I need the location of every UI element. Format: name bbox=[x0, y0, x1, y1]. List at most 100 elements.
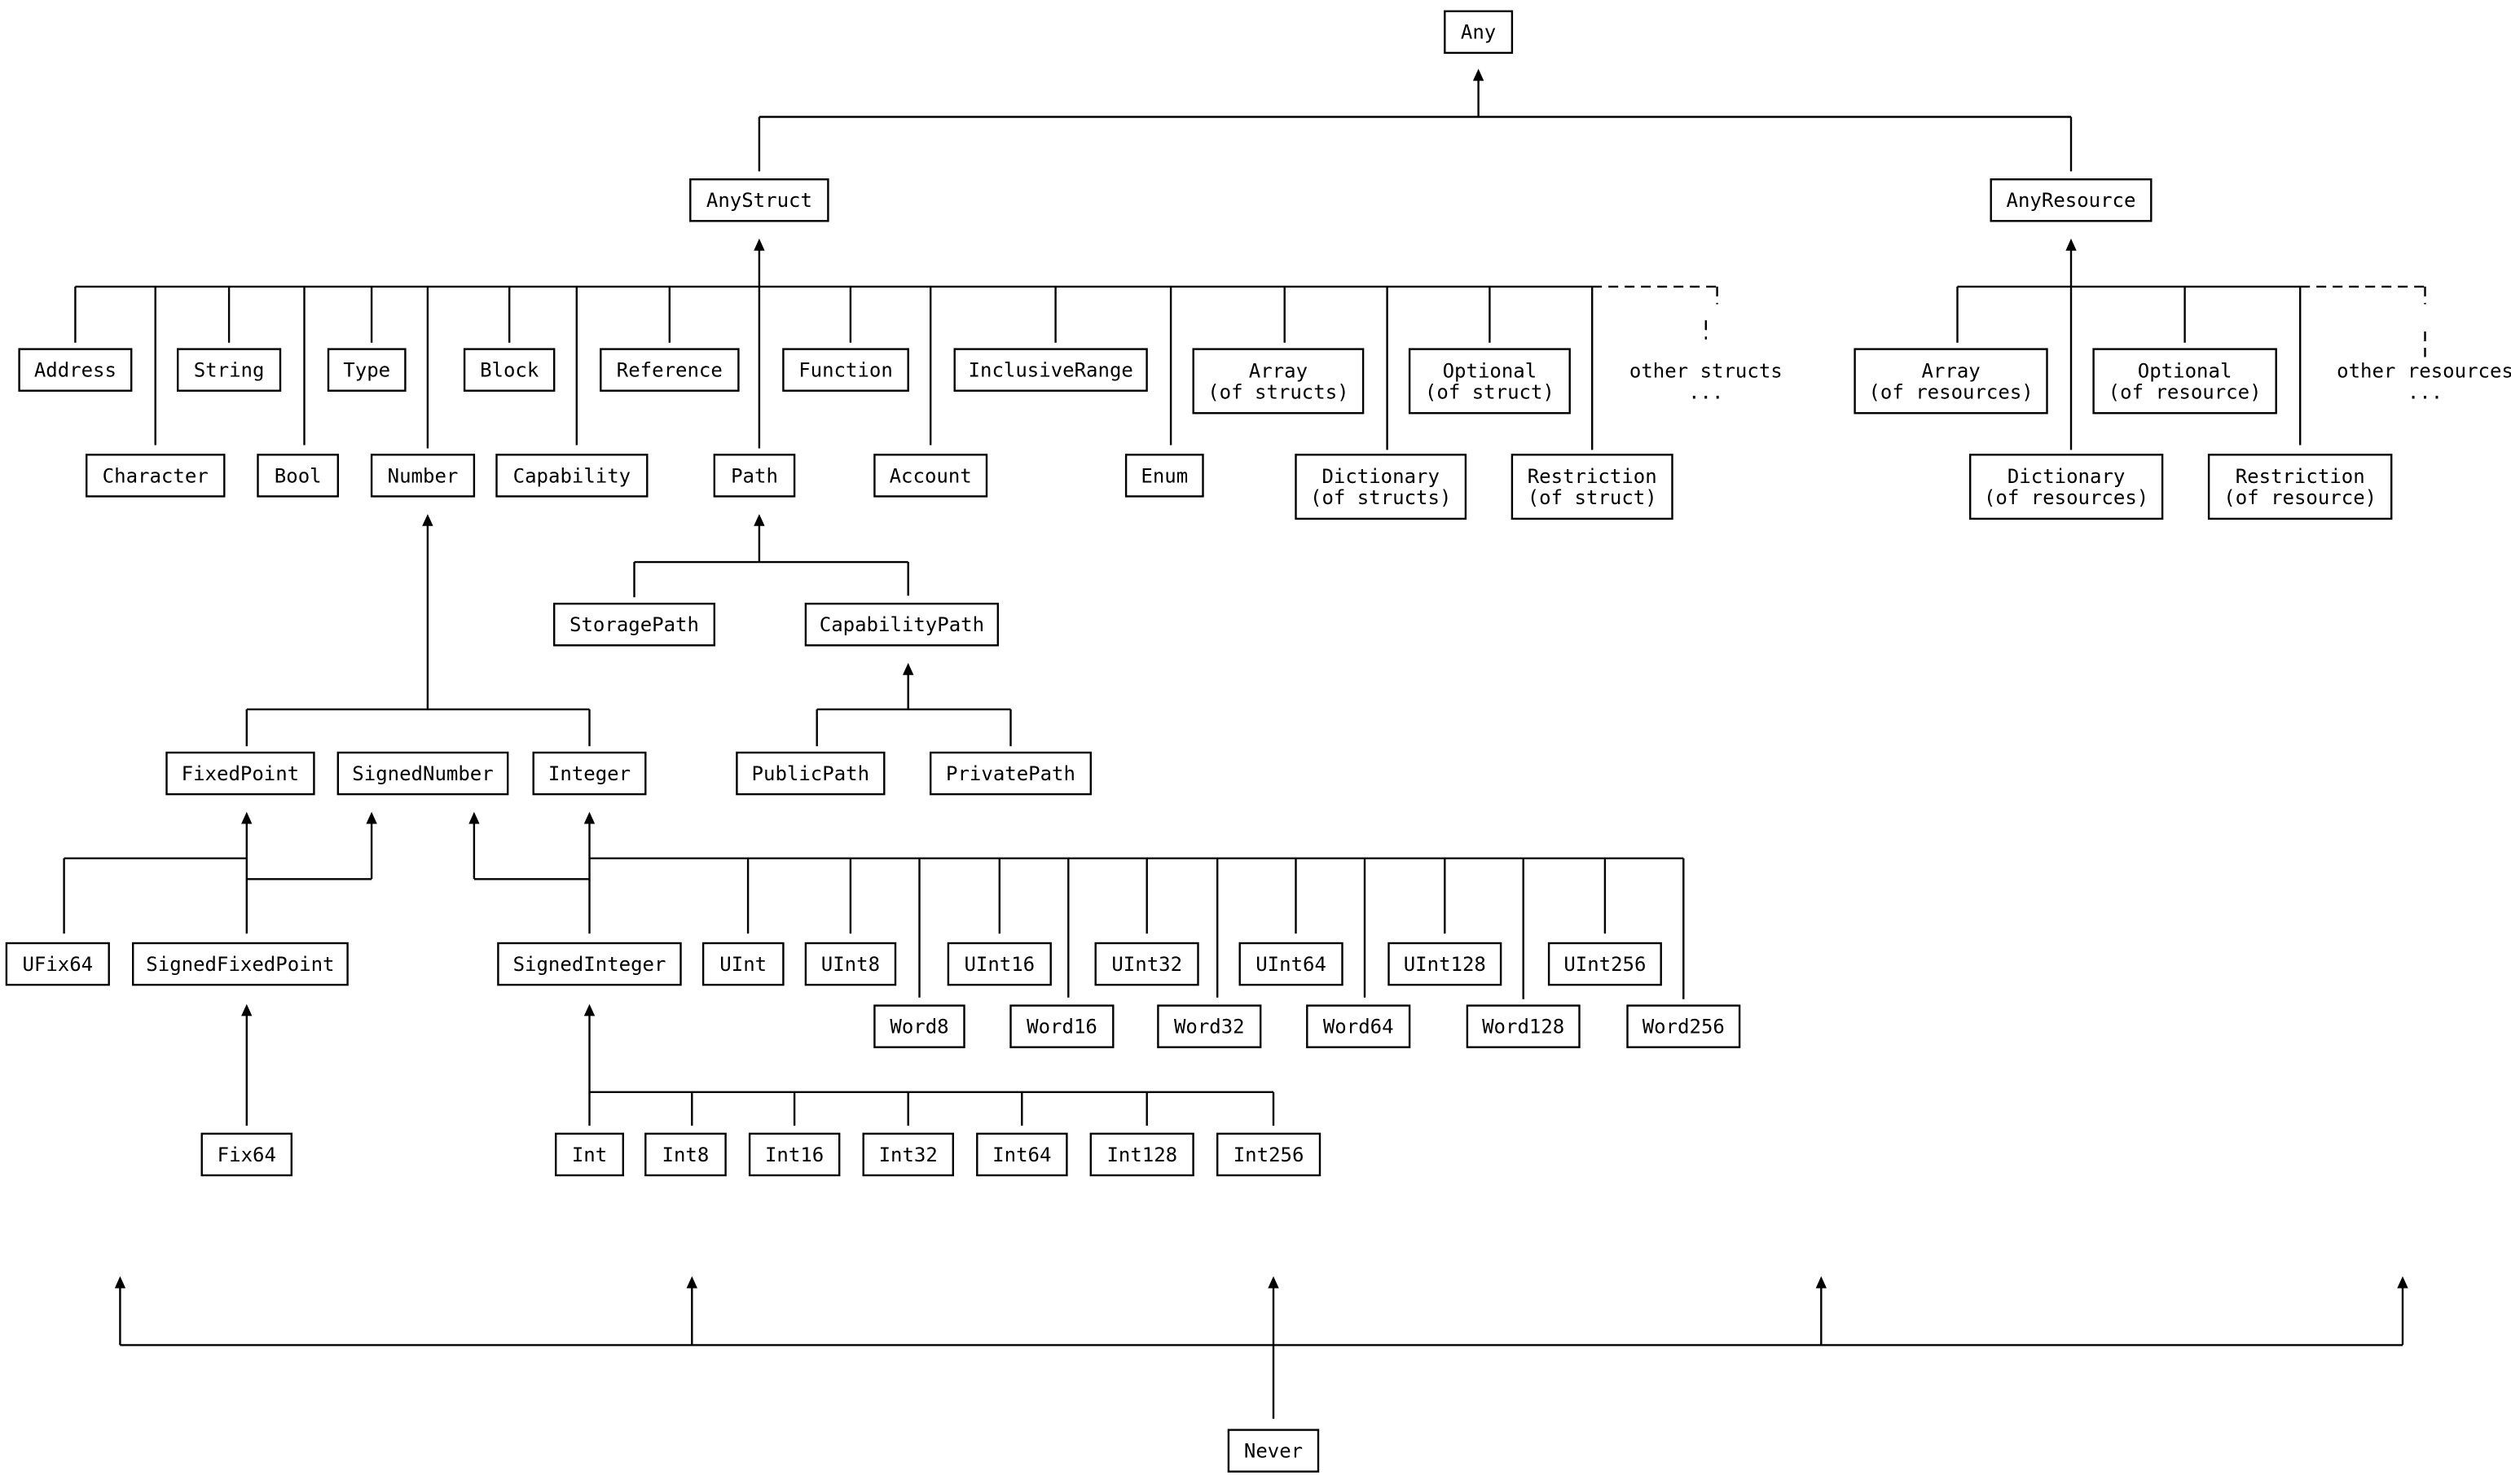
type-name: PrivatePath bbox=[946, 762, 1075, 785]
arrowhead bbox=[1268, 1275, 1279, 1289]
type-name: UInt bbox=[719, 953, 767, 976]
type-node-never: Never bbox=[1227, 1429, 1320, 1473]
type-name: (of struct) bbox=[1528, 486, 1657, 509]
type-node-int16: Int16 bbox=[748, 1132, 841, 1177]
type-node-reference: Reference bbox=[600, 348, 740, 392]
type-box bbox=[1295, 454, 1467, 520]
type-name: Word64 bbox=[1323, 1016, 1394, 1038]
type-name: UInt16 bbox=[964, 953, 1035, 976]
type-box bbox=[600, 348, 740, 392]
type-name: FixedPoint bbox=[182, 762, 300, 785]
label-other-structs: other structs... bbox=[1629, 359, 1783, 403]
arrowhead bbox=[754, 514, 765, 526]
type-box bbox=[1466, 1004, 1581, 1048]
type-box bbox=[1408, 348, 1571, 415]
type-node-any: Any bbox=[1444, 10, 1514, 55]
type-node-word8: Word8 bbox=[873, 1004, 965, 1048]
type-name: Int8 bbox=[662, 1144, 710, 1166]
type-name: Dictionary bbox=[1321, 465, 1440, 488]
type-box bbox=[1511, 454, 1673, 520]
type-box bbox=[1192, 348, 1365, 415]
type-node-character: Character bbox=[85, 454, 226, 498]
arrowhead bbox=[2397, 1275, 2408, 1289]
type-node-path: Path bbox=[713, 454, 796, 498]
type-name: SignedFixedPoint bbox=[146, 953, 334, 976]
type-node-address: Address bbox=[18, 348, 133, 392]
type-node-inclusive-range: InclusiveRange bbox=[953, 348, 1148, 392]
type-name: (of structs) bbox=[1207, 380, 1348, 403]
type-box bbox=[18, 348, 133, 392]
type-box bbox=[1124, 454, 1204, 498]
type-box bbox=[327, 348, 407, 392]
type-node-int128: Int128 bbox=[1089, 1132, 1194, 1177]
type-box bbox=[953, 348, 1148, 392]
type-box bbox=[804, 603, 1000, 647]
type-box bbox=[2092, 348, 2277, 415]
type-box bbox=[1854, 348, 2048, 415]
type-box bbox=[1990, 178, 2153, 222]
type-box bbox=[370, 454, 476, 498]
type-node-array-structs: Array(of structs) bbox=[1192, 348, 1365, 415]
type-name: UFix64 bbox=[22, 953, 93, 976]
type-node-uint64: UInt64 bbox=[1238, 942, 1343, 986]
type-node-optional-struct: Optional(of struct) bbox=[1408, 348, 1571, 415]
type-node-bool: Bool bbox=[257, 454, 340, 498]
type-box bbox=[1094, 942, 1199, 986]
type-name: String bbox=[194, 359, 265, 382]
type-name: Word32 bbox=[1174, 1016, 1245, 1038]
type-node-uint: UInt bbox=[701, 942, 785, 986]
arrowhead bbox=[114, 1275, 126, 1289]
type-box bbox=[200, 1132, 292, 1177]
arrowhead bbox=[366, 811, 377, 824]
type-box bbox=[497, 942, 682, 986]
type-box bbox=[495, 454, 649, 498]
type-name: Int128 bbox=[1106, 1144, 1177, 1166]
type-box bbox=[532, 751, 647, 796]
type-name: Int16 bbox=[765, 1144, 824, 1166]
type-name: Optional bbox=[1443, 359, 1537, 382]
type-box bbox=[782, 348, 909, 392]
type-node-fixed-point: FixedPoint bbox=[165, 751, 315, 796]
type-box bbox=[748, 1132, 841, 1177]
type-name: Account bbox=[890, 464, 972, 487]
type-node-word256: Word256 bbox=[1626, 1004, 1741, 1048]
type-name: Bool bbox=[275, 464, 322, 487]
type-name: Integer bbox=[548, 762, 631, 785]
type-name: Dictionary bbox=[2007, 465, 2126, 488]
type-node-any-resource: AnyResource bbox=[1990, 178, 2153, 222]
type-box bbox=[257, 454, 340, 498]
type-box bbox=[862, 1132, 954, 1177]
type-name: (of structs) bbox=[1310, 486, 1451, 509]
type-name: Array bbox=[1249, 359, 1308, 382]
type-node-any-struct: AnyStruct bbox=[689, 178, 829, 222]
type-box bbox=[1009, 1004, 1115, 1048]
arrowhead bbox=[1815, 1275, 1827, 1289]
type-box bbox=[1626, 1004, 1741, 1048]
type-box bbox=[947, 942, 1052, 986]
type-name: CapabilityPath bbox=[820, 613, 984, 636]
type-node-int32: Int32 bbox=[862, 1132, 954, 1177]
type-box bbox=[713, 454, 796, 498]
arrowhead bbox=[2065, 238, 2077, 251]
type-node-ufix64: UFix64 bbox=[5, 942, 110, 986]
type-box bbox=[85, 454, 226, 498]
arrowhead bbox=[241, 811, 253, 824]
type-node-block: Block bbox=[463, 348, 556, 392]
arrowhead bbox=[468, 811, 480, 824]
type-node-enum: Enum bbox=[1124, 454, 1204, 498]
type-name: StoragePath bbox=[569, 613, 699, 636]
type-box bbox=[1157, 1004, 1262, 1048]
type-node-word64: Word64 bbox=[1306, 1004, 1411, 1048]
type-box bbox=[644, 1132, 727, 1177]
type-node-restriction-struct: Restriction(of struct) bbox=[1511, 454, 1673, 520]
type-node-uint128: UInt128 bbox=[1387, 942, 1502, 986]
type-name: Function bbox=[798, 359, 893, 382]
type-box bbox=[1238, 942, 1343, 986]
type-name: Reference bbox=[617, 359, 723, 382]
type-box bbox=[555, 1132, 625, 1177]
type-box bbox=[176, 348, 282, 392]
arrowhead bbox=[686, 1275, 697, 1289]
type-box bbox=[1547, 942, 1662, 986]
type-node-function: Function bbox=[782, 348, 909, 392]
type-name: AnyStruct bbox=[706, 189, 812, 212]
